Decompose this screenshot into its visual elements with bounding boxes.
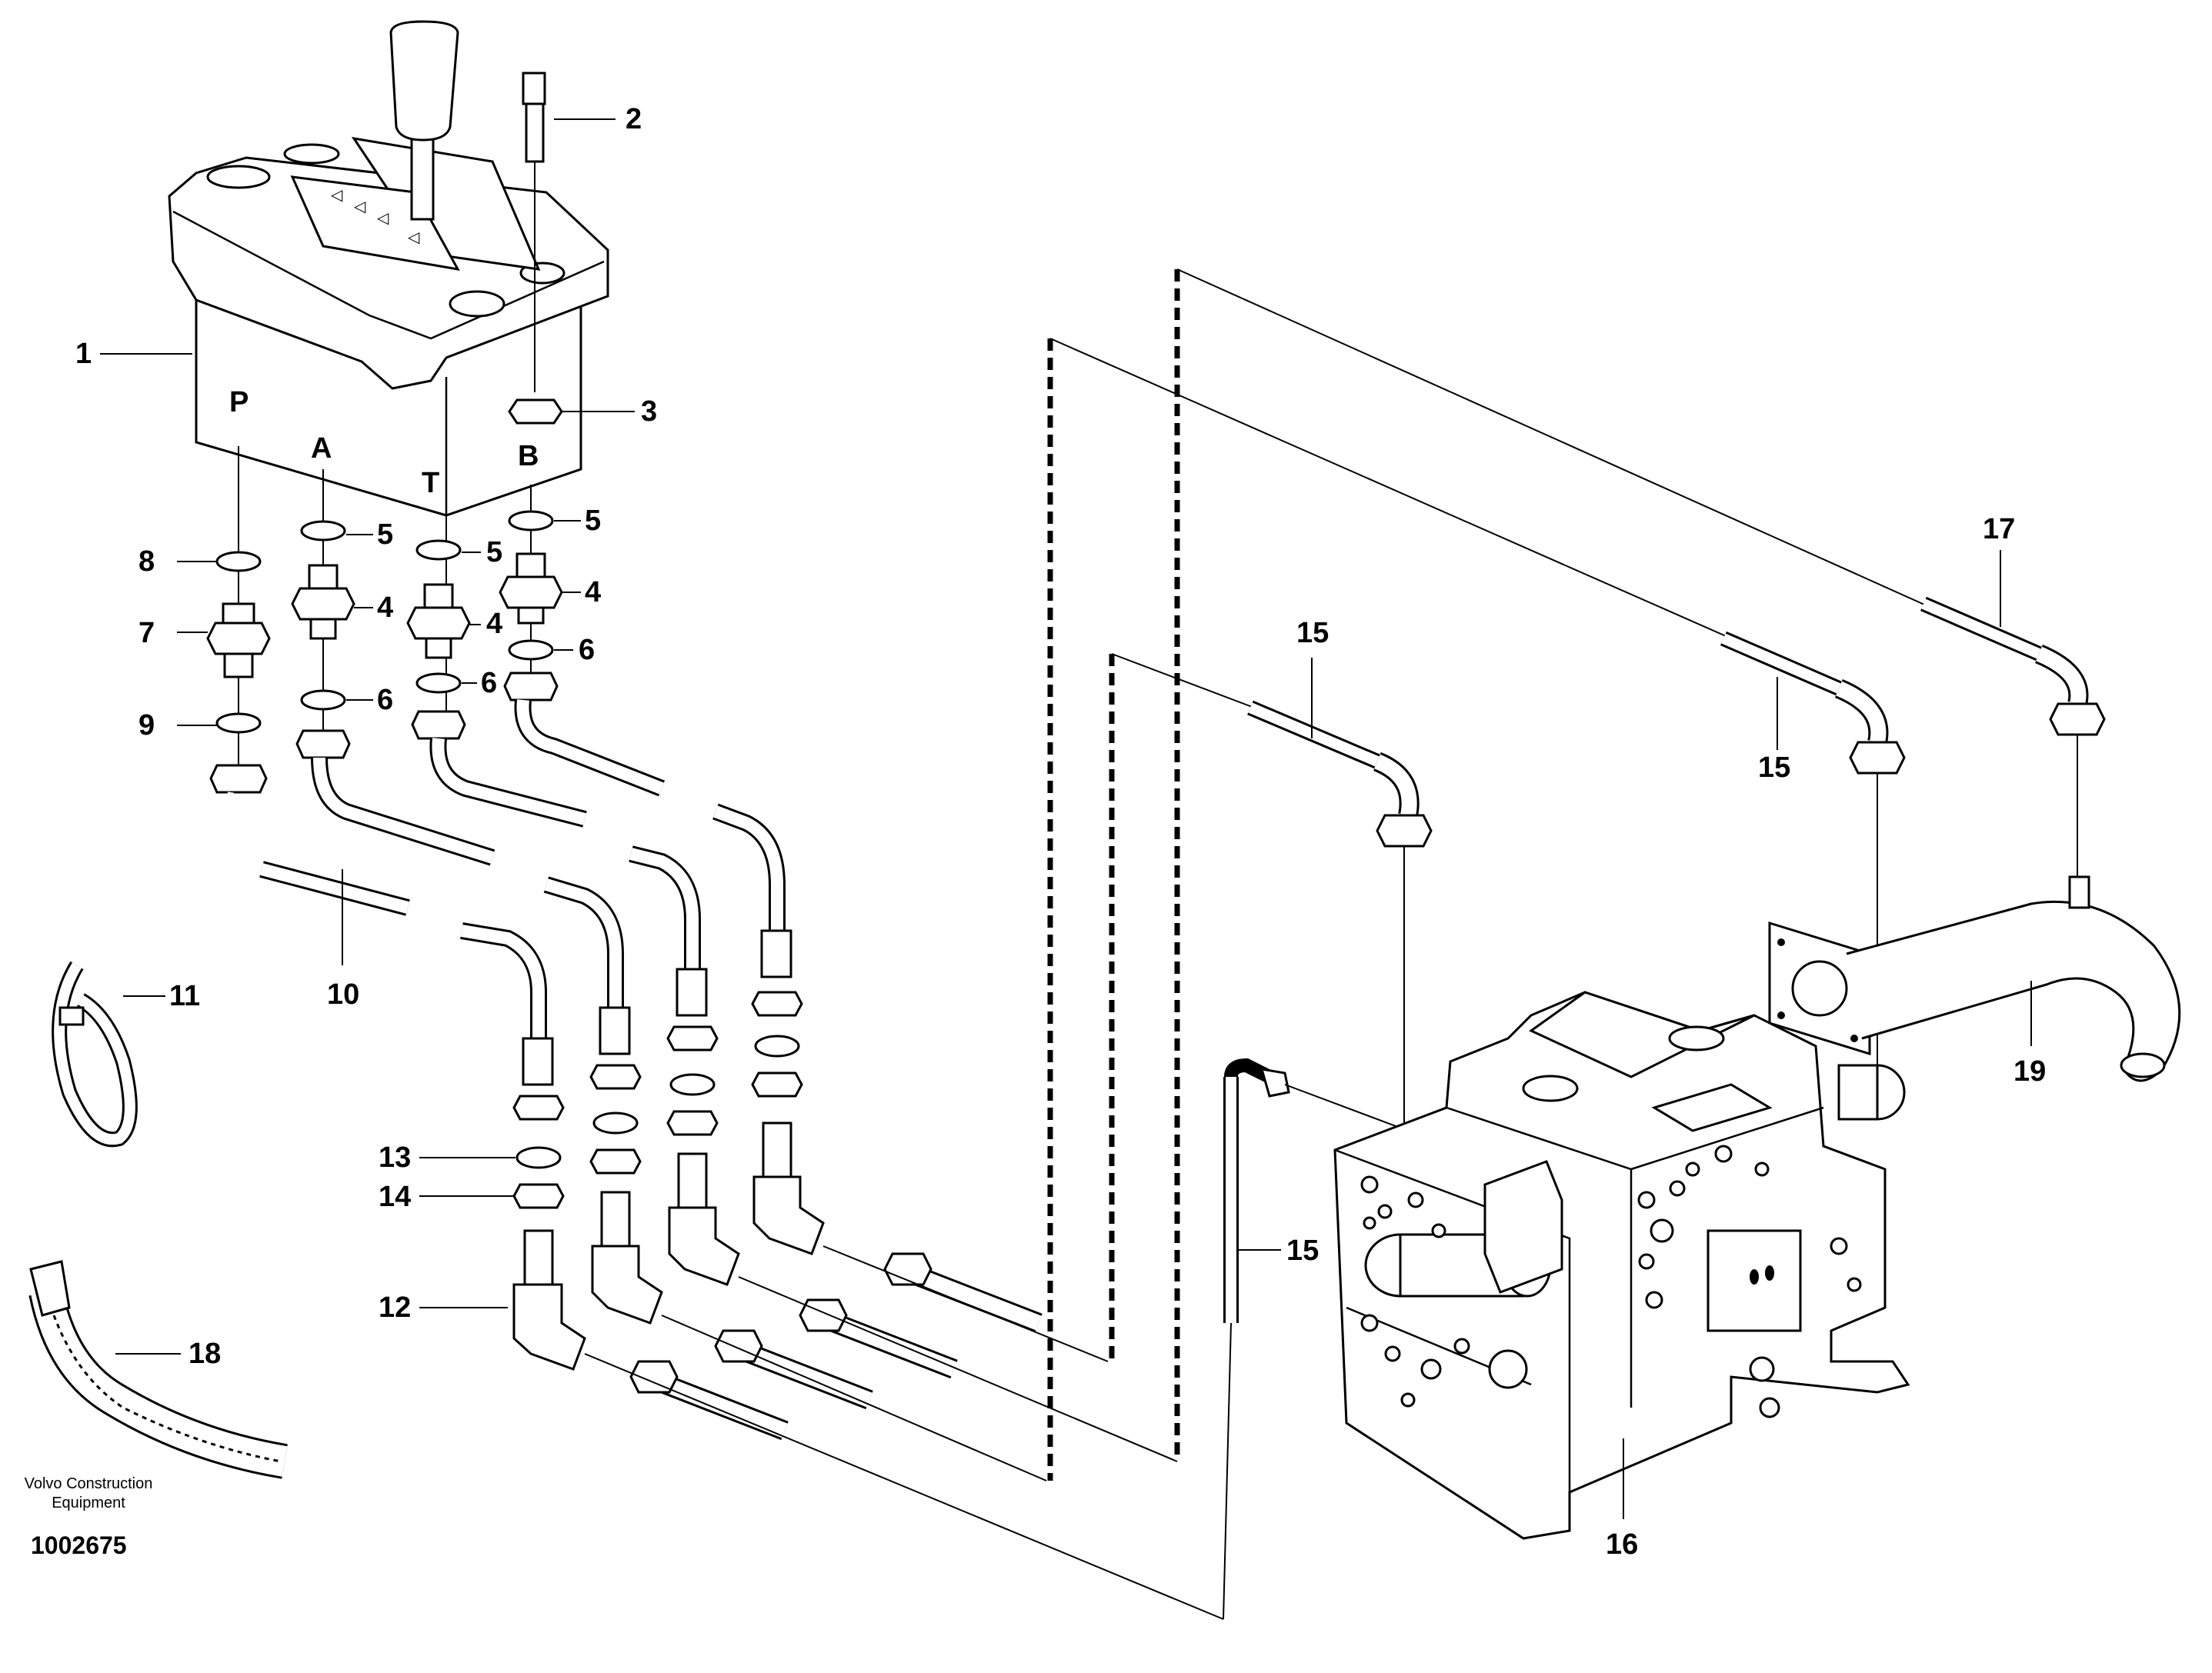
callout-1: 1 [75, 338, 92, 370]
callout-5-t: 5 [486, 536, 502, 568]
hose-set [226, 698, 792, 1086]
callout-5-a: 5 [377, 518, 393, 551]
svg-text:◁: ◁ [408, 229, 420, 246]
fittings-column-a [291, 520, 355, 759]
callout-14: 14 [379, 1181, 411, 1213]
callout-10: 10 [327, 978, 359, 1011]
callout-2: 2 [626, 103, 642, 135]
callout-4-b: 4 [585, 576, 601, 608]
callout-17: 17 [1983, 513, 2015, 545]
break-lines [1047, 269, 1180, 1481]
fittings-column-b [499, 510, 563, 702]
callout-4-t: 4 [486, 608, 502, 640]
callout-18: 18 [189, 1338, 221, 1370]
callout-labels: 1 2 3 4 4 4 5 5 5 5 6 6 6 7 8 9 10 11 12… [75, 103, 2046, 1561]
callout-4-a: 4 [377, 592, 393, 624]
svg-text:◁: ◁ [331, 187, 343, 204]
callout-7: 7 [138, 617, 155, 649]
port-label-t: T [422, 467, 439, 499]
port-label-b: B [518, 440, 539, 472]
callout-16: 16 [1606, 1528, 1638, 1561]
callout-8: 8 [138, 545, 155, 578]
protective-sleeve [28, 1260, 288, 1479]
leader-lines [100, 118, 2032, 1519]
main-control-valve [1333, 875, 2181, 1540]
fittings-column-t [406, 539, 471, 740]
fittings-column-p [206, 551, 271, 794]
valve-ports [1360, 1145, 1862, 1418]
callout-6-t: 6 [481, 667, 497, 699]
svg-text:◁: ◁ [377, 210, 389, 227]
cable-tie [52, 961, 138, 1148]
port-label-a: A [311, 432, 332, 465]
adapter-set [584, 1245, 1224, 1620]
manufacturer-caption-line1: Volvo Construction [25, 1475, 153, 1492]
manufacturer-caption-line2: Equipment [52, 1495, 125, 1511]
lower-fittings [512, 991, 825, 1371]
callout-5-b: 5 [585, 505, 601, 537]
connection-lines [1049, 268, 1932, 1620]
callout-12: 12 [379, 1291, 411, 1324]
callout-6-a: 6 [377, 684, 393, 716]
callout-6-b: 6 [579, 634, 595, 666]
callout-3: 3 [641, 395, 657, 428]
svg-text:◁: ◁ [354, 198, 366, 215]
callout-15-top: 15 [1296, 617, 1329, 649]
callout-15-right: 15 [1758, 752, 1790, 784]
pilot-control-valve: ◁ ◁ ◁ ◁ [168, 20, 609, 785]
callout-13: 13 [379, 1141, 411, 1174]
port-label-p: P [229, 386, 249, 418]
callout-19: 19 [2013, 1055, 2046, 1088]
pipe-assemblies [1223, 596, 2106, 1323]
document-number: 1002675 [31, 1531, 127, 1559]
callout-15-vertical: 15 [1286, 1235, 1319, 1267]
callout-9: 9 [138, 709, 155, 742]
callout-11: 11 [169, 980, 200, 1012]
